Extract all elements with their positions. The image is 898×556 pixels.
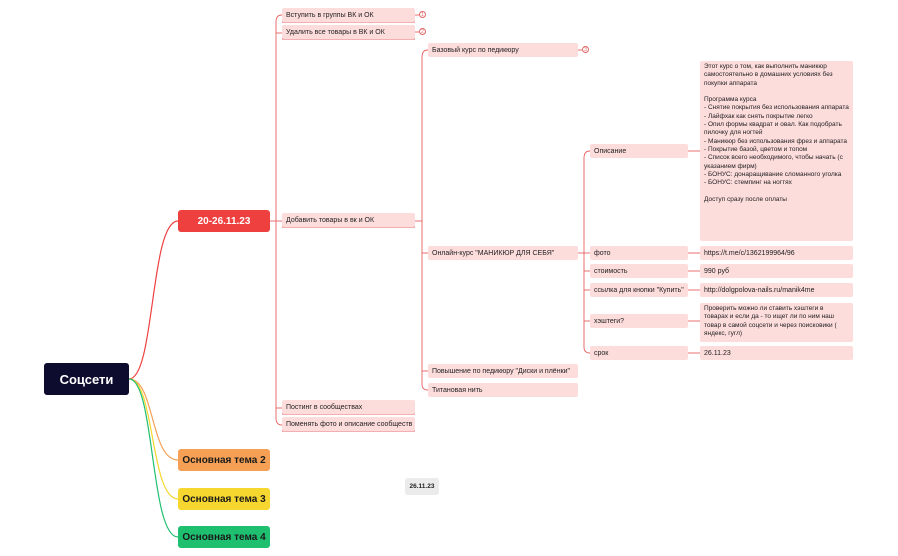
subtopic-buy-link[interactable]: ссылка для кнопки "Купить" — [590, 283, 688, 297]
description-text[interactable]: Этот курс о том, как выполнить маникюр с… — [700, 61, 853, 241]
deadline-text[interactable]: 26.11.23 — [700, 346, 853, 360]
photo-link-text[interactable]: https://t.me/c/1362199964/96 — [700, 246, 853, 260]
floating-topic[interactable]: 26.11.23 — [405, 478, 439, 495]
marker-badge-1[interactable]: 1 — [419, 11, 426, 18]
marker-badge-2[interactable]: 2 — [419, 28, 426, 35]
subtopic-delete-products[interactable]: Удалить все товары в ВК и ОК — [282, 25, 415, 39]
subtopic-description[interactable]: Описание — [590, 144, 688, 158]
subtopic-titanium-thread[interactable]: Титановая нить — [428, 383, 578, 397]
subtopic-change-photo[interactable]: Поменять фото и описание сообществ — [282, 417, 415, 431]
hashtags-text[interactable]: Проверить можно ли ставить хэштеги в тов… — [700, 303, 853, 342]
subtopic-hashtags[interactable]: хэштеги? — [590, 314, 688, 328]
subtopic-posting[interactable]: Постинг в сообществах — [282, 400, 415, 414]
buy-link-text[interactable]: http://dolgpolova-nails.ru/manik4me — [700, 283, 853, 297]
main-topic-3[interactable]: Основная тема 3 — [178, 488, 270, 510]
marker-badge-3[interactable]: 3 — [582, 46, 589, 53]
root-topic[interactable]: Соцсети — [44, 363, 129, 395]
subtopic-deadline[interactable]: срок — [590, 346, 688, 360]
subtopic-photo[interactable]: фото — [590, 246, 688, 260]
main-topic-1[interactable]: 20-26.11.23 — [178, 210, 270, 232]
subtopic-join-groups[interactable]: Вступить в группы ВК и ОК — [282, 8, 415, 22]
subtopic-price[interactable]: стоимость — [590, 264, 688, 278]
subtopic-add-products[interactable]: Добавить товары в вк и ОК — [282, 213, 415, 227]
main-topic-2[interactable]: Основная тема 2 — [178, 449, 270, 471]
main-topic-4[interactable]: Основная тема 4 — [178, 526, 270, 548]
subtopic-base-pedicure[interactable]: Базовый курс по педикюру — [428, 43, 578, 57]
subtopic-online-course[interactable]: Онлайн-курс "МАНИКЮР ДЛЯ СЕБЯ" — [428, 246, 578, 260]
subtopic-pedicure-advanced[interactable]: Повышение по педикюру "Диски и плёнки" — [428, 364, 578, 378]
price-text[interactable]: 990 руб — [700, 264, 853, 278]
